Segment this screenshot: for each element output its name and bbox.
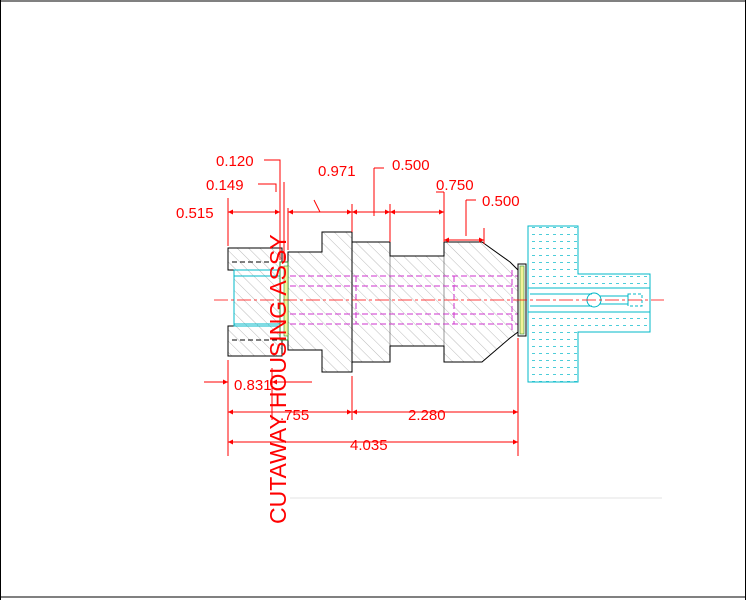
dim-0515: 0.515 <box>176 205 214 222</box>
housing-body[interactable] <box>287 231 519 373</box>
drawing-title-vertical: CUTAWAY HOUSING ASSY <box>265 234 291 524</box>
dim-0831: 0.831 <box>234 377 272 394</box>
dim-0149: 0.149 <box>206 177 244 194</box>
top-dimension-lines <box>228 159 484 243</box>
dim-0120: 0.120 <box>216 153 254 170</box>
hidden-lines <box>290 270 518 330</box>
left-fitting[interactable] <box>227 247 289 357</box>
dimension-labels: 0.120 0.149 0.515 0.971 0.500 0.750 0.50… <box>176 153 520 454</box>
right-shaft-component[interactable] <box>517 225 651 383</box>
dim-0500-a: 0.500 <box>392 157 430 174</box>
dim-4035: 4.035 <box>350 437 388 454</box>
dim-2280: 2.280 <box>408 407 446 424</box>
dim-0500-b: 0.500 <box>482 193 520 210</box>
dim-0750: 0.750 <box>436 177 474 194</box>
dim-0755: .755 <box>280 407 309 424</box>
bottom-dimension-lines <box>204 338 519 456</box>
dim-0971: 0.971 <box>318 163 356 180</box>
